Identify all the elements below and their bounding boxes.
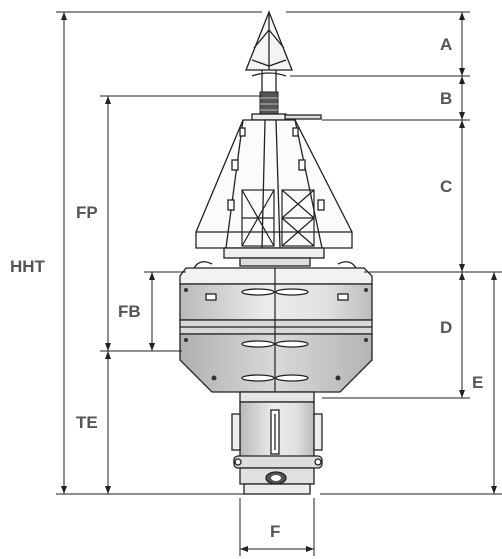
label-fp: FP [76, 203, 98, 222]
label-c: C [440, 177, 452, 196]
dimension-lines [56, 11, 502, 556]
label-fb: FB [118, 302, 141, 321]
float-hull [179, 261, 373, 393]
cross-bracing [241, 189, 315, 247]
lantern [251, 91, 322, 121]
label-a: A [440, 35, 452, 54]
label-hht: HHT [10, 257, 46, 276]
label-d: D [440, 318, 452, 337]
label-f: F [270, 522, 280, 541]
tail-tube [231, 391, 323, 495]
label-b: B [440, 89, 452, 108]
label-te: TE [76, 413, 98, 432]
top-mark [245, 10, 293, 92]
dimension-labels: A B C D E F FP FB TE HHT [10, 35, 483, 541]
label-e: E [472, 373, 483, 392]
superstructure [195, 119, 353, 267]
buoy-drawing [179, 10, 373, 495]
